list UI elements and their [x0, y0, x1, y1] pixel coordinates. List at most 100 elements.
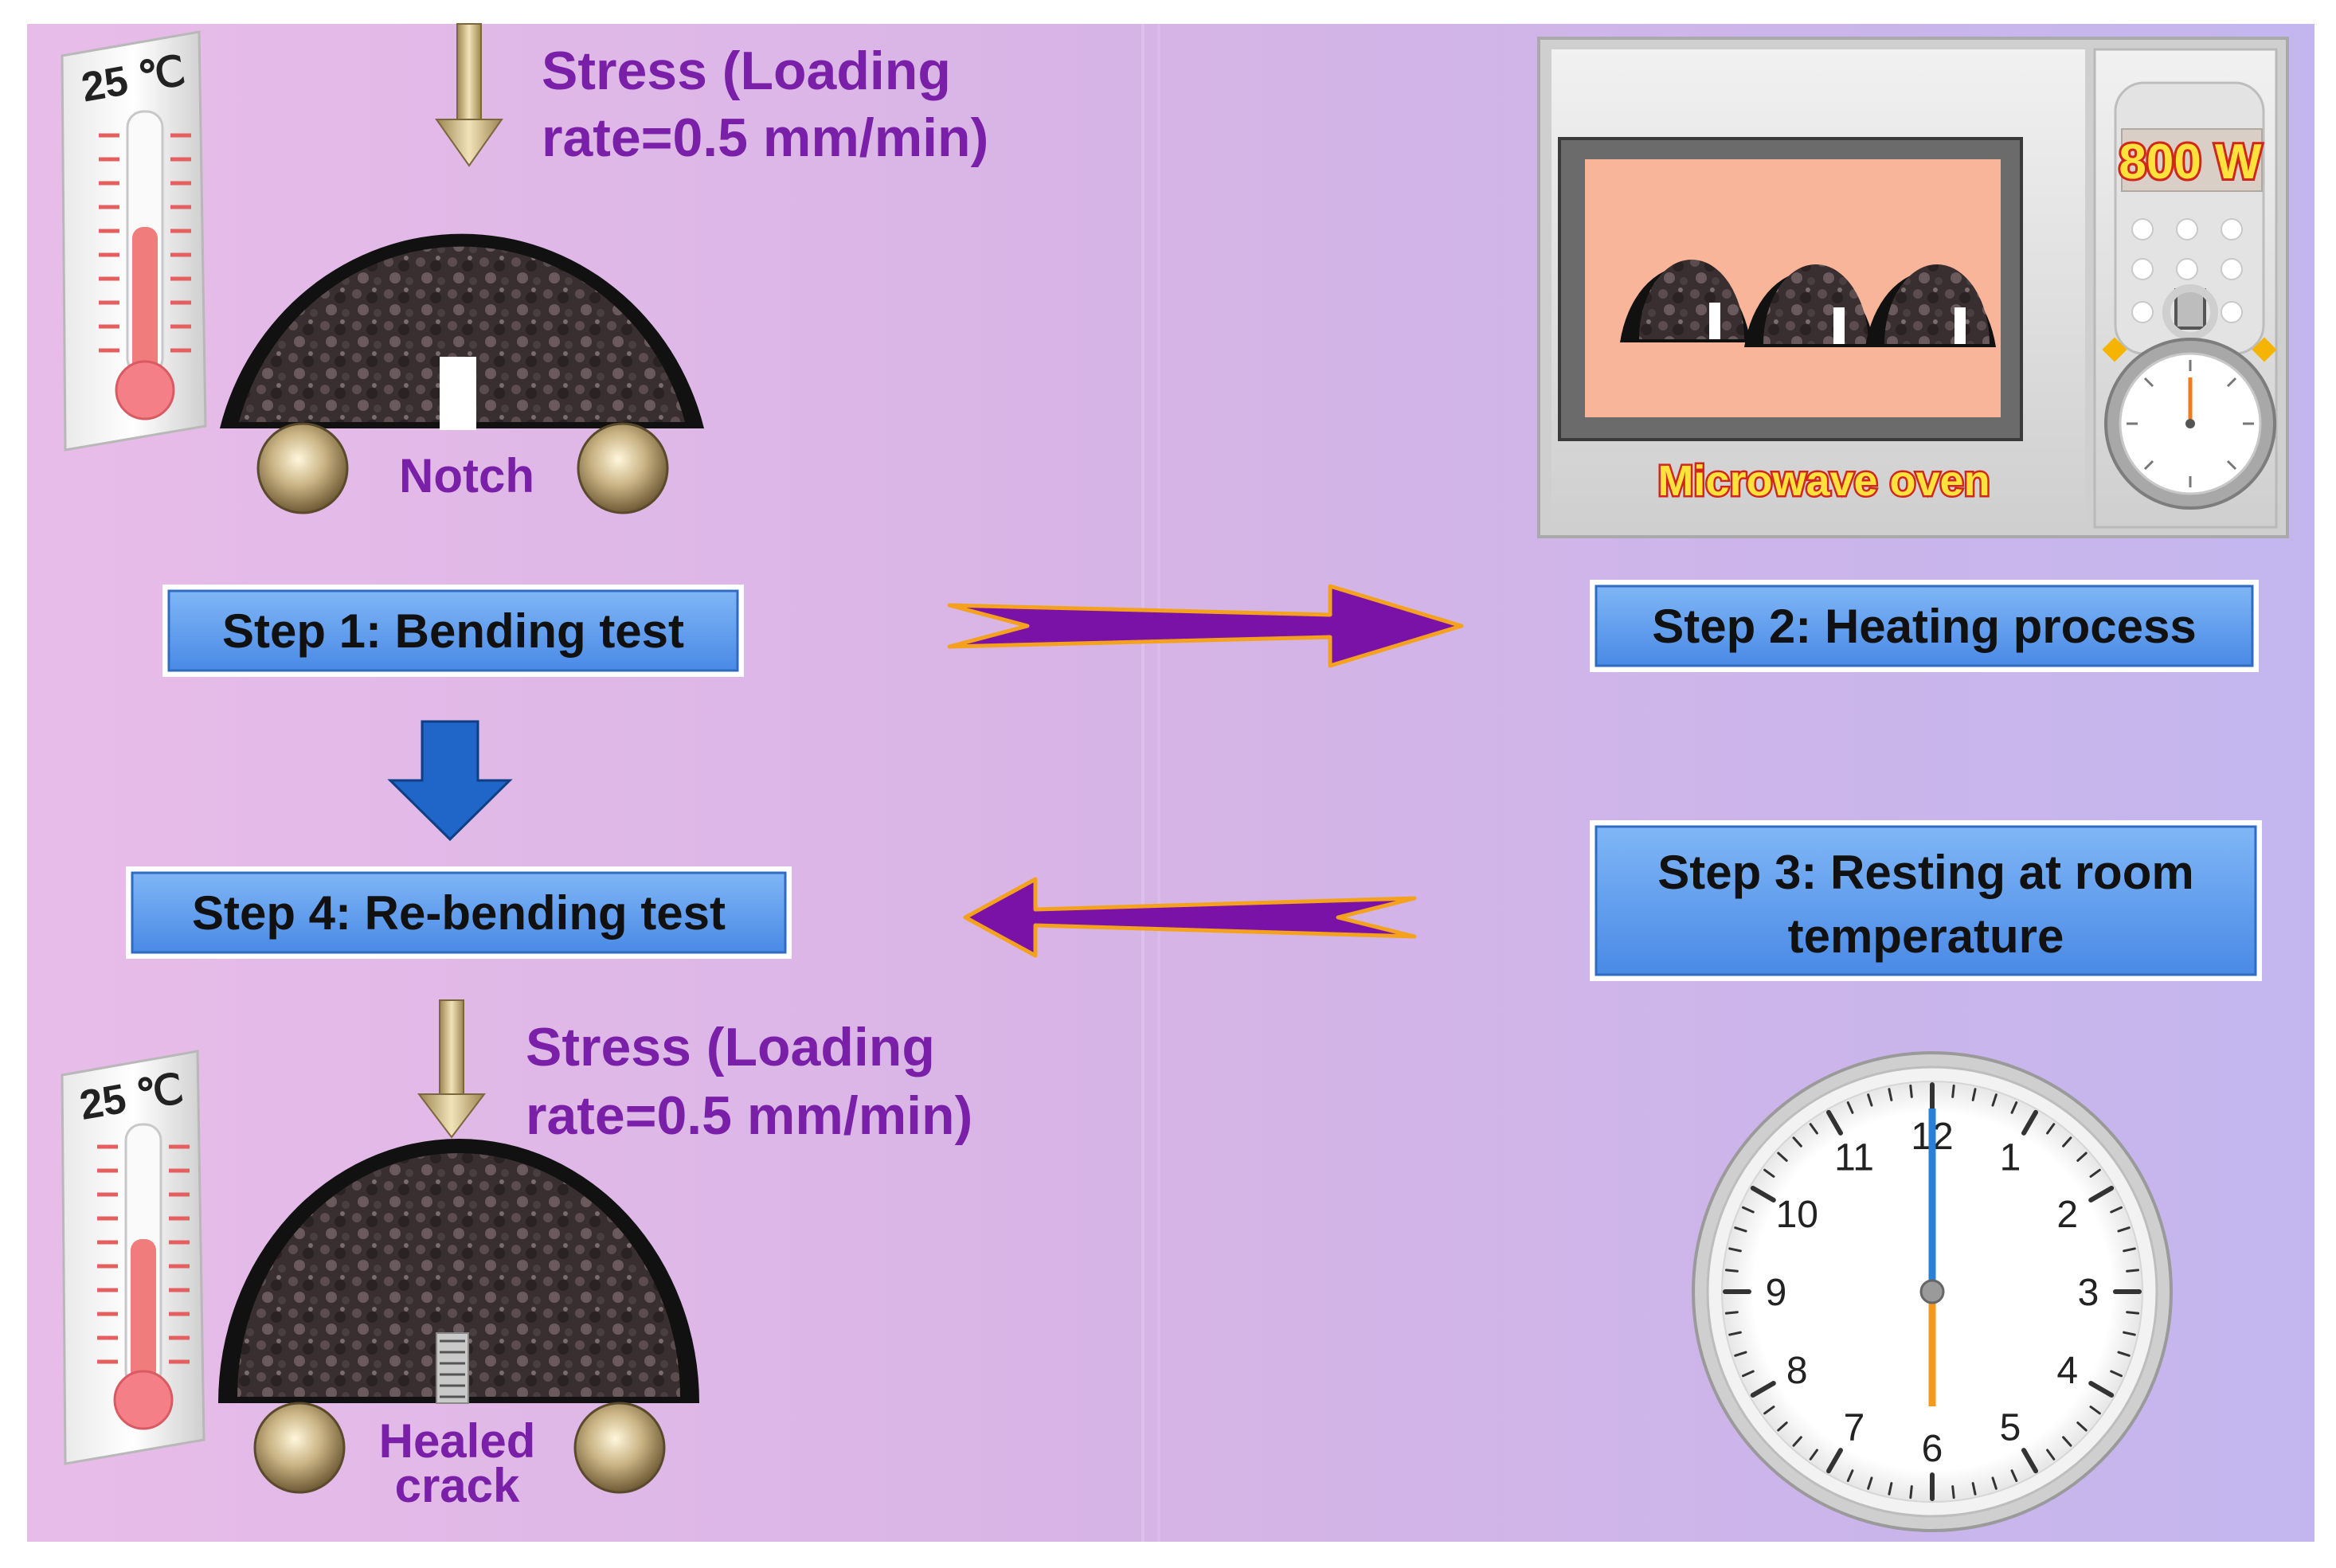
clock-tick: [1734, 1351, 1747, 1357]
flow-arrow-icon: [963, 877, 1417, 958]
clock-tick: [2046, 1449, 2056, 1460]
step1-box: Step 1: Bending test: [162, 585, 744, 677]
clock-tick: [2110, 1206, 2123, 1214]
clock-tick: [1951, 1084, 1955, 1098]
clock-tick: [1728, 1331, 1742, 1336]
clock-tick: [2021, 1109, 2038, 1136]
healed-crack-label-line2: crack: [395, 1459, 520, 1512]
clock-tick: [2076, 1421, 2088, 1432]
clock-tick: [1991, 1093, 1998, 1107]
clock-tick: [1826, 1448, 1843, 1474]
clock-tick: [1792, 1436, 1802, 1447]
clock-tick: [1809, 1123, 1818, 1135]
stress-label-line1: Stress (Loading: [542, 41, 951, 101]
clock-tick: [1763, 1168, 1775, 1178]
clock-tick: [2089, 1406, 2101, 1415]
clock-tick: [2089, 1168, 2101, 1178]
clock-tick: [1826, 1109, 1843, 1136]
thermometer-icon: 25 ℃: [61, 1050, 205, 1465]
clock-tick: [2046, 1123, 2056, 1135]
step2-box: Step 2: Heating process: [1590, 580, 2259, 672]
clock-tick: [1846, 1469, 1854, 1483]
step2-label: Step 2: Heating process: [1652, 600, 2197, 653]
clock-tick: [2062, 1436, 2072, 1447]
healed-crack-label-line1: Healed: [379, 1414, 536, 1468]
clock-tick: [1750, 1381, 1776, 1398]
roller-icon: [573, 1402, 666, 1494]
clock-tick: [1792, 1136, 1802, 1148]
clock-tick: [2010, 1469, 2018, 1483]
specimen-icon: [218, 1139, 699, 1404]
step4-box: Step 4: Re-bending test: [126, 866, 792, 959]
clock-tick: [1763, 1406, 1775, 1415]
roller-icon: [253, 1402, 346, 1494]
specimen-icon: [1865, 264, 1996, 347]
stress-arrow-icon: [417, 999, 487, 1139]
stress-arrow-icon: [435, 23, 503, 167]
stress-label-2-line2: rate=0.5 mm/min): [526, 1085, 972, 1146]
clock-icon: 121234567891011: [1692, 1051, 2173, 1532]
clock-number: 7: [1844, 1407, 1865, 1449]
clock-tick: [1777, 1152, 1788, 1162]
clock-number: 1: [2000, 1136, 2021, 1179]
clock-tick: [1741, 1206, 1755, 1214]
clock-number: 4: [2056, 1350, 2078, 1392]
clock-tick: [1888, 1088, 1893, 1101]
notch: [440, 357, 476, 430]
clock-tick: [2110, 1370, 2123, 1378]
clock-number: 9: [1766, 1272, 1787, 1314]
clock-tick: [2088, 1186, 2115, 1202]
specimen-icon: [220, 233, 704, 430]
clock-tick: [2076, 1152, 2088, 1162]
clock-tick: [1777, 1421, 1788, 1432]
specimen-icon: [1620, 260, 1751, 342]
step4-label: Step 4: Re-bending test: [192, 886, 726, 940]
clock-tick: [1728, 1247, 1742, 1253]
clock-tick: [2123, 1247, 2136, 1253]
clock-tick: [1724, 1311, 1739, 1315]
flow-arrow-icon: [947, 584, 1464, 668]
clock-tick: [1991, 1476, 1998, 1490]
clock-tick: [1867, 1093, 1873, 1107]
clock-tick: [1724, 1269, 1739, 1273]
oven-name-label: Microwave oven: [1657, 457, 1990, 505]
step3-box: Step 3: Resting at room temperature: [1590, 820, 2262, 981]
roller-icon: [256, 422, 349, 514]
roller-icon: [577, 422, 669, 514]
clock-number: 2: [2056, 1194, 2078, 1236]
clock-number: 3: [2078, 1272, 2099, 1314]
clock-tick: [1809, 1449, 1818, 1460]
clock-number: 8: [1786, 1350, 1808, 1392]
step3-label-line1: Step 3: Resting at room: [1657, 846, 2193, 899]
clock-tick: [1971, 1088, 1977, 1101]
clock-tick: [2126, 1311, 2140, 1315]
clock-tick: [1867, 1476, 1873, 1490]
step3-label-line2: temperature: [1788, 909, 2064, 963]
clock-number: 10: [1776, 1194, 1818, 1236]
clock-number: 6: [1922, 1428, 1943, 1470]
step1-label: Step 1: Bending test: [222, 604, 684, 658]
clock-tick: [2010, 1101, 2018, 1114]
notch-label: Notch: [399, 449, 534, 502]
clock-tick: [1750, 1186, 1776, 1202]
specimen-icon: [1744, 264, 1875, 347]
stress-label-2-line1: Stress (Loading: [526, 1017, 935, 1077]
oven-power-label: 800 W: [2119, 135, 2262, 190]
clock-tick: [1846, 1101, 1854, 1114]
clock-tick: [2123, 1331, 2136, 1336]
clock-tick: [1734, 1226, 1747, 1233]
clock-tick: [2021, 1448, 2038, 1474]
clock-tick: [2126, 1269, 2140, 1273]
clock-tick: [2117, 1226, 2131, 1233]
clock-tick: [2088, 1381, 2115, 1398]
clock-tick: [1951, 1485, 1955, 1500]
clock-tick: [2117, 1351, 2131, 1357]
stress-label-line2: rate=0.5 mm/min): [542, 108, 988, 168]
clock-tick: [2062, 1136, 2072, 1148]
stopwatch-icon: [2102, 284, 2277, 510]
clock-tick: [1888, 1482, 1893, 1496]
thermometer-icon: 25 ℃: [61, 30, 207, 452]
clock-number: 5: [2000, 1407, 2021, 1449]
